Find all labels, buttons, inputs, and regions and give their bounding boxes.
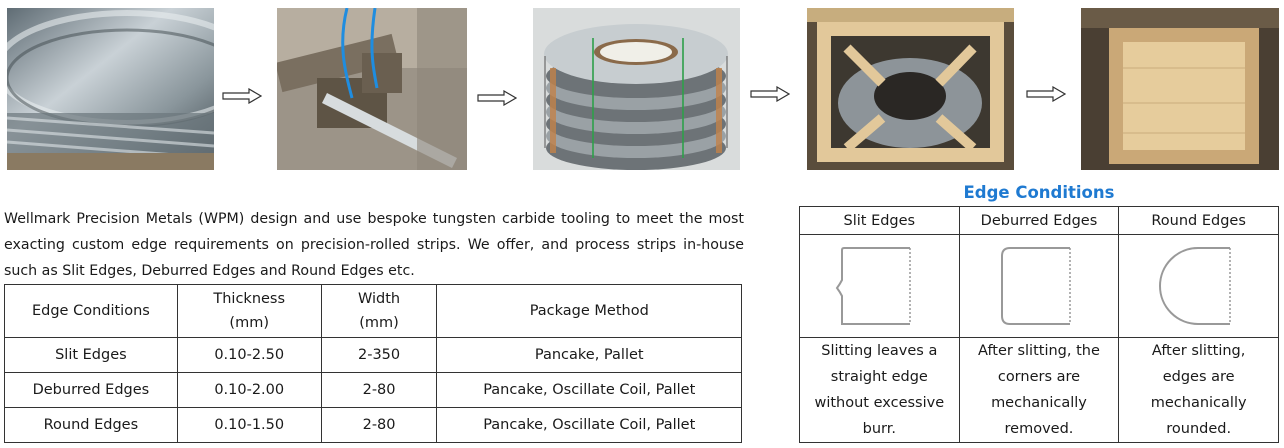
edge-descriptions-row: Slitting leaves a straight edge without …	[799, 337, 1279, 443]
table-row: Round Edges 0.10-1.50 2-80 Pancake, Osci…	[4, 407, 742, 443]
header-width-unit: (mm)	[359, 315, 399, 331]
table-row: Slit Edges 0.10-2.50 2-350 Pancake, Pall…	[4, 337, 742, 373]
description-line: removed.	[1004, 421, 1074, 437]
wooden-crate-closed-photo	[1081, 8, 1279, 170]
cell-package: Pancake, Pallet	[436, 337, 742, 373]
header-thickness-label: Thickness	[213, 291, 286, 307]
slitting-tooling-photo	[277, 8, 467, 170]
cell-thickness: 0.10-2.00	[176, 372, 322, 408]
slit-edge-profile-icon	[836, 247, 912, 325]
description-line: corners are	[997, 369, 1081, 385]
slit-edge-description: Slitting leaves a straight edge without …	[799, 337, 960, 443]
description-line: rounded.	[1166, 421, 1232, 437]
header-width: Width (mm)	[320, 284, 438, 338]
cell-thickness: 0.10-2.50	[176, 337, 322, 373]
wooden-crate-open-photo	[807, 8, 1014, 170]
round-edge-cell	[1118, 234, 1279, 338]
edge-drawings-row	[799, 234, 1279, 338]
edge-conditions-title: Edge Conditions	[963, 183, 1115, 202]
header-thickness: Thickness (mm)	[176, 284, 322, 338]
cell-width: 2-80	[320, 407, 438, 443]
round-edge-profile-icon	[1158, 247, 1231, 325]
header-package-method: Package Method	[436, 284, 742, 338]
deburred-edge-description: After slitting, the corners are mechanic…	[958, 337, 1120, 443]
description-line: edges are	[1162, 369, 1235, 385]
cell-edge: Round Edges	[4, 407, 178, 443]
edge-conditions-table: Slit Edges Deburred Edges Round Edges Sl…	[799, 206, 1279, 443]
header-deburred-edges: Deburred Edges	[958, 206, 1120, 235]
round-edge-description: After slitting, edges are mechanically r…	[1118, 337, 1279, 443]
deburred-edge-profile-icon	[1000, 247, 1071, 325]
description-line: straight edge	[830, 369, 928, 385]
description-line: After slitting, the	[978, 343, 1100, 359]
header-edge-conditions: Edge Conditions	[4, 284, 178, 338]
arrow-right-icon	[477, 90, 517, 106]
table-row: Deburred Edges 0.10-2.00 2-80 Pancake, O…	[4, 372, 742, 408]
deburred-edge-cell	[958, 234, 1120, 338]
slit-edge-cell	[799, 234, 960, 338]
edge-table-header: Slit Edges Deburred Edges Round Edges	[799, 206, 1279, 235]
description-line: After slitting,	[1151, 343, 1246, 359]
spec-table-header: Edge Conditions Thickness (mm) Width (mm…	[4, 284, 742, 338]
description-line: Slitting leaves a	[821, 343, 938, 359]
arrow-right-icon	[750, 86, 790, 102]
cell-width: 2-80	[320, 372, 438, 408]
arrow-right-icon	[222, 88, 262, 104]
description-line: burr.	[862, 421, 896, 437]
header-slit-edges: Slit Edges	[799, 206, 960, 235]
header-round-edges: Round Edges	[1118, 206, 1279, 235]
description-line: mechanically	[1150, 395, 1247, 411]
header-width-label: Width	[357, 291, 401, 307]
header-thickness-unit: (mm)	[229, 315, 269, 331]
pancake-coils-photo	[533, 8, 740, 170]
cell-edge: Deburred Edges	[4, 372, 178, 408]
description-line: mechanically	[991, 395, 1087, 411]
cell-package: Pancake, Oscillate Coil, Pallet	[436, 372, 742, 408]
cell-thickness: 0.10-1.50	[176, 407, 322, 443]
intro-paragraph: Wellmark Precision Metals (WPM) design a…	[4, 211, 744, 279]
cell-edge: Slit Edges	[4, 337, 178, 373]
steel-coil-photo	[7, 8, 214, 170]
description-line: without excessive	[814, 395, 945, 411]
arrow-right-icon	[1026, 86, 1066, 102]
cell-package: Pancake, Oscillate Coil, Pallet	[436, 407, 742, 443]
cell-width: 2-350	[320, 337, 438, 373]
spec-table: Edge Conditions Thickness (mm) Width (mm…	[4, 284, 742, 443]
